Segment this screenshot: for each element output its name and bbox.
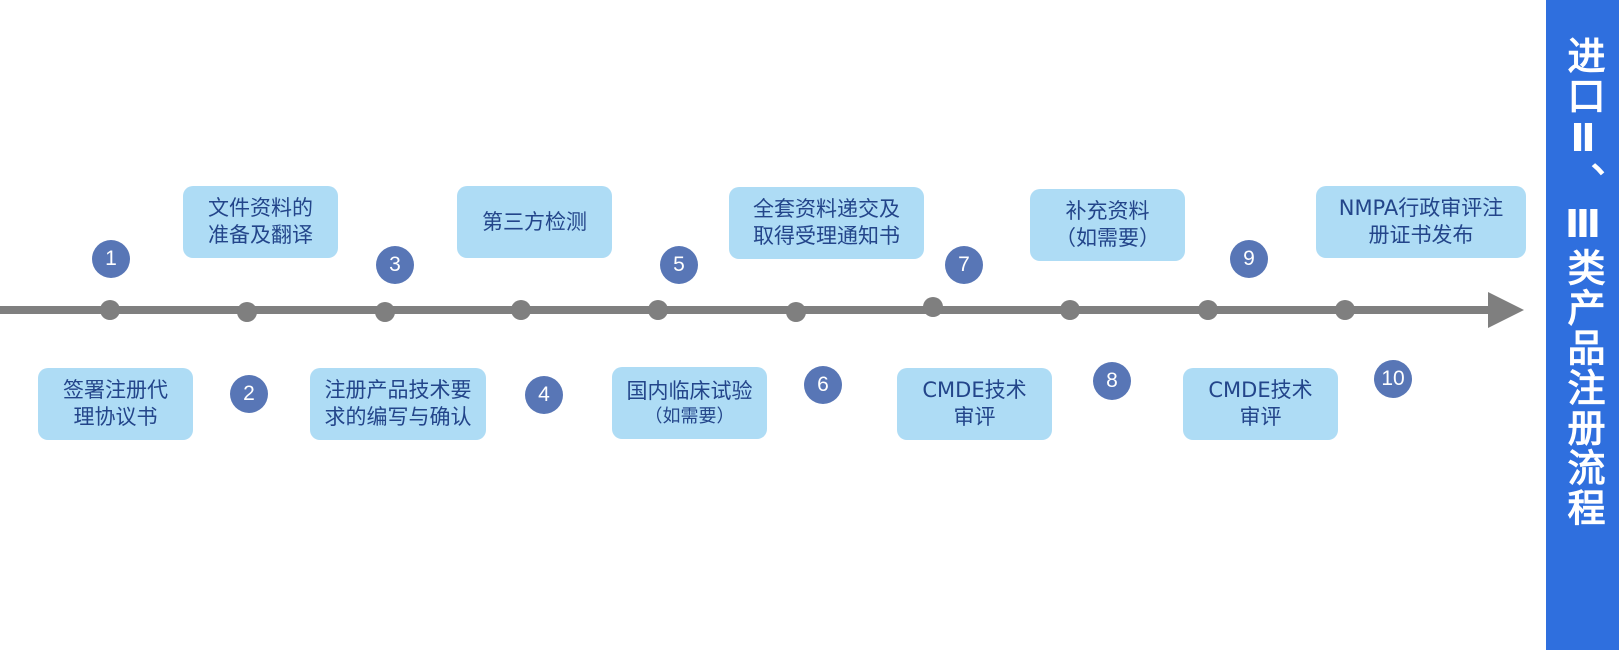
step-8-line-2: （如需要） <box>1055 226 1160 250</box>
step-2-line-1: 文件资料的 <box>208 196 313 220</box>
step-1-line-1: 签署注册代 <box>63 378 168 402</box>
step-box-7: CMDE技术 审评 <box>897 368 1052 440</box>
step-box-9: CMDE技术 审评 <box>1183 368 1338 440</box>
timeline-dot-10 <box>1335 300 1355 320</box>
page-title: 进口Ⅱ、Ⅲ类产品注册流程 <box>1561 36 1605 528</box>
step-2-line-2: 准备及翻译 <box>208 223 313 247</box>
step-3-line-2: 求的编写与确认 <box>324 405 472 429</box>
step-number-6: 6 <box>804 366 842 404</box>
step-10-line-2: 册证书发布 <box>1368 223 1474 247</box>
step-9-line-1: CMDE技术 <box>1208 378 1313 402</box>
step-5-line-2: （如需要） <box>644 405 735 427</box>
step-number-7: 7 <box>945 246 983 284</box>
step-box-8: 补充资料 （如需要） <box>1030 189 1185 261</box>
step-box-3: 注册产品技术要 求的编写与确认 <box>310 368 486 440</box>
timeline-dot-8 <box>1060 300 1080 320</box>
timeline-arrowhead <box>1488 292 1524 328</box>
step-box-4: 第三方检测 <box>457 186 612 258</box>
step-number-8: 8 <box>1093 362 1131 400</box>
step-6-line-1: 全套资料递交及 <box>753 197 900 221</box>
timeline-dot-3 <box>375 302 395 322</box>
step-number-1: 1 <box>92 240 130 278</box>
step-5-line-1: 国内临床试验 <box>626 378 753 403</box>
timeline-dot-4 <box>511 300 531 320</box>
timeline-dot-6 <box>786 302 806 322</box>
step-box-2: 文件资料的 准备及翻译 <box>183 186 338 258</box>
timeline-dot-2 <box>237 302 257 322</box>
step-3-line-1: 注册产品技术要 <box>324 378 472 402</box>
step-10-line-1: NMPA行政审评注 <box>1338 196 1504 220</box>
step-box-1: 签署注册代 理协议书 <box>38 368 193 440</box>
step-6-line-2: 取得受理通知书 <box>753 224 900 248</box>
step-number-2: 2 <box>230 375 268 413</box>
step-number-9: 9 <box>1230 240 1268 278</box>
step-4-line-1: 第三方检测 <box>482 209 587 234</box>
timeline-dot-5 <box>648 300 668 320</box>
step-7-line-1: CMDE技术 <box>922 378 1027 402</box>
timeline-dot-9 <box>1198 300 1218 320</box>
step-8-line-1: 补充资料 <box>1065 199 1150 223</box>
timeline-dot-7 <box>923 297 943 317</box>
step-box-6: 全套资料递交及 取得受理通知书 <box>729 187 924 259</box>
step-number-3: 3 <box>376 246 414 284</box>
step-9-line-2: 审评 <box>1239 405 1282 429</box>
step-number-5: 5 <box>660 246 698 284</box>
step-7-line-2: 审评 <box>953 405 996 429</box>
title-sidebar: 进口Ⅱ、Ⅲ类产品注册流程 <box>1546 0 1619 650</box>
timeline-axis <box>0 306 1490 314</box>
timeline-dot-1 <box>100 300 120 320</box>
step-box-5: 国内临床试验 （如需要） <box>612 367 767 439</box>
step-number-10: 10 <box>1374 360 1412 398</box>
step-box-10: NMPA行政审评注 册证书发布 <box>1316 186 1526 258</box>
step-number-4: 4 <box>525 376 563 414</box>
step-1-line-2: 理协议书 <box>73 405 158 429</box>
